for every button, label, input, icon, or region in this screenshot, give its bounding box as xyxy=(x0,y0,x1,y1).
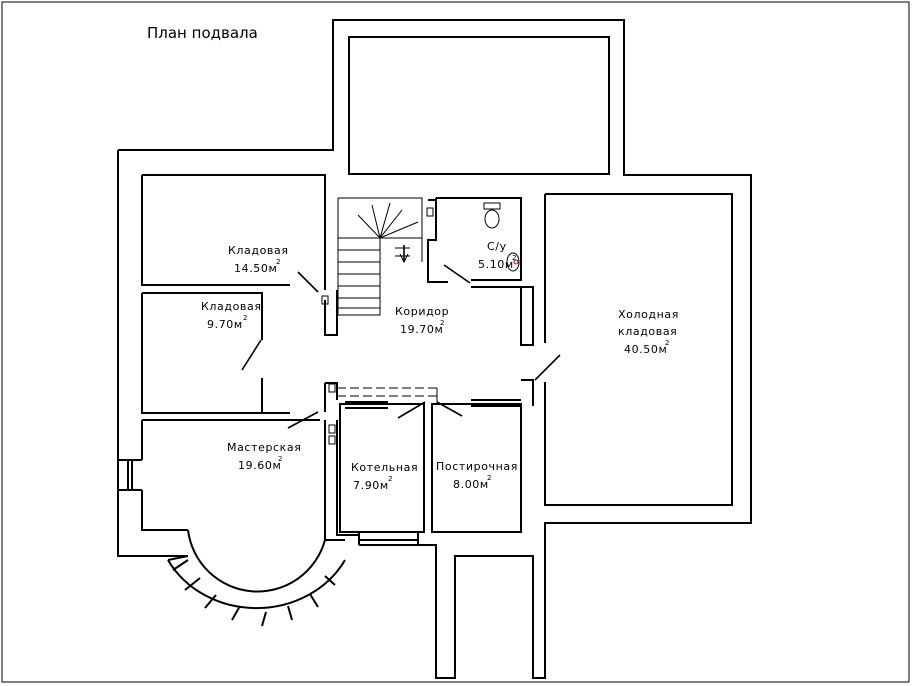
svg-text:2: 2 xyxy=(243,314,247,322)
svg-text:40.50м: 40.50м xyxy=(624,343,667,356)
svg-text:2: 2 xyxy=(512,254,516,262)
svg-text:14.50м: 14.50м xyxy=(234,262,277,275)
svg-text:Котельная: Котельная xyxy=(351,461,418,474)
vent-2 xyxy=(328,383,336,393)
outer-walls xyxy=(117,19,752,679)
svg-text:2: 2 xyxy=(388,475,392,483)
svg-text:2: 2 xyxy=(276,258,280,266)
sink-icon xyxy=(506,252,520,272)
staircase xyxy=(337,197,423,316)
room-label-corridor: Коридор 19.70м 2 xyxy=(395,305,449,336)
plan-title: План подвала xyxy=(147,24,258,42)
vent-5 xyxy=(321,295,329,305)
toilet-tank xyxy=(483,202,501,210)
svg-text:2: 2 xyxy=(278,455,282,463)
corridor-lintel xyxy=(337,387,438,404)
partitions xyxy=(118,197,534,545)
svg-text:С/у: С/у xyxy=(487,240,507,253)
vent-4 xyxy=(328,435,336,445)
toilet-bowl-icon xyxy=(484,209,500,229)
room-label-workshop: Мастерская 19.60м 2 xyxy=(227,441,302,472)
svg-text:Коридор: Коридор xyxy=(395,305,449,318)
vent-1 xyxy=(426,207,434,217)
svg-text:9.70м: 9.70м xyxy=(207,318,243,331)
room-label-storeroom-small: Кладовая 9.70м 2 xyxy=(201,300,262,331)
svg-text:7.90м: 7.90м xyxy=(353,479,389,492)
svg-text:8.00м: 8.00м xyxy=(453,478,489,491)
room-label-storeroom-large: Кладовая 14.50м 2 xyxy=(228,244,289,275)
vent-3 xyxy=(328,424,336,434)
svg-text:2: 2 xyxy=(440,319,444,327)
svg-text:5.10м: 5.10м xyxy=(478,258,514,271)
svg-text:19.60м: 19.60м xyxy=(238,459,281,472)
svg-text:19.70м: 19.70м xyxy=(400,323,443,336)
svg-text:2: 2 xyxy=(487,474,491,482)
svg-text:кладовая: кладовая xyxy=(618,325,677,338)
svg-text:Кладовая: Кладовая xyxy=(228,244,289,257)
room-label-bathroom: С/у 5.10м 2 xyxy=(478,240,516,271)
svg-text:Холодная: Холодная xyxy=(618,308,679,321)
doors xyxy=(241,264,561,429)
workshop-bay xyxy=(167,529,346,627)
room-label-laundry: Постирочная 8.00м 2 xyxy=(436,460,518,491)
svg-text:Кладовая: Кладовая xyxy=(201,300,262,313)
faucet-icon xyxy=(513,259,519,265)
room-label-boiler-room: Котельная 7.90м 2 xyxy=(351,461,418,492)
svg-text:2: 2 xyxy=(665,339,669,347)
svg-text:Мастерская: Мастерская xyxy=(227,441,302,454)
svg-text:Постирочная: Постирочная xyxy=(436,460,518,473)
room-label-cold-storage: Холодная кладовая 40.50м 2 xyxy=(618,308,679,356)
fixtures xyxy=(321,202,520,445)
